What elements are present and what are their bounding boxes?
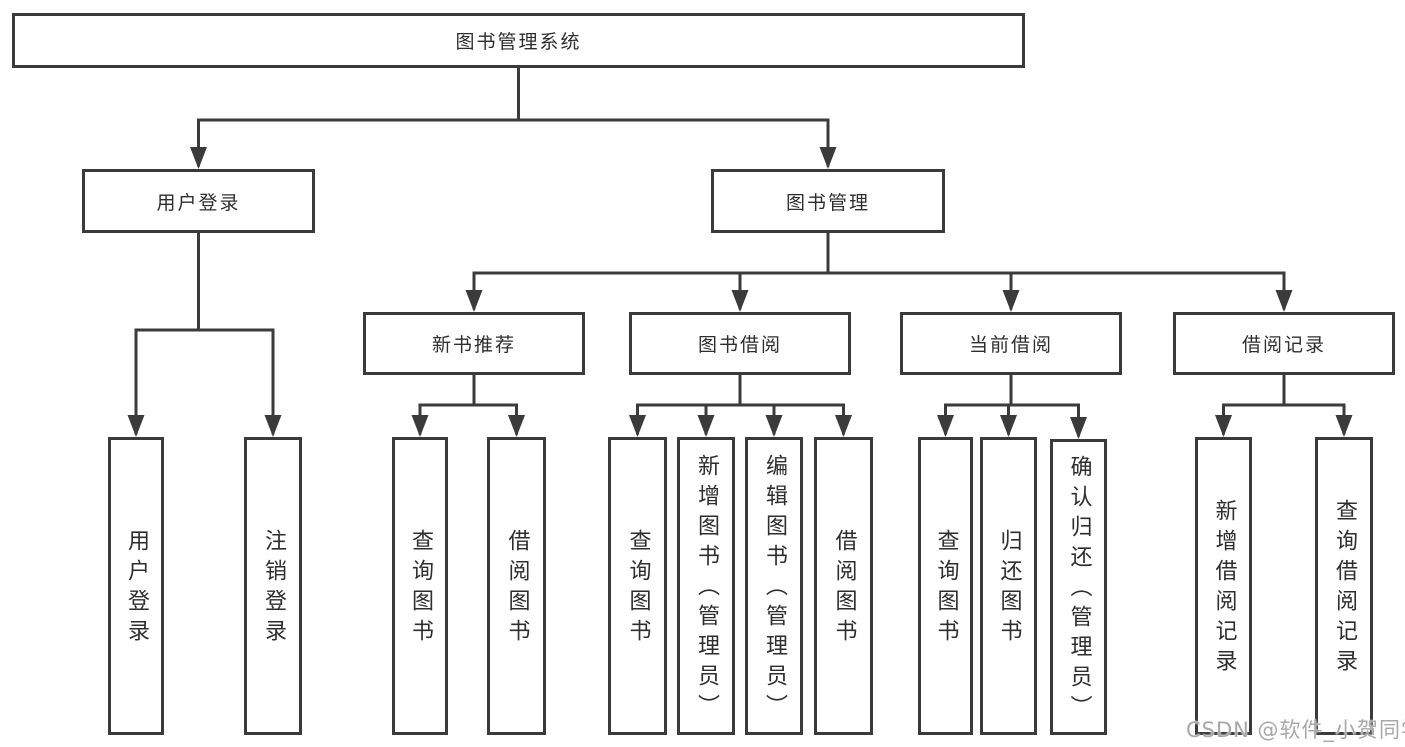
diagram-node-bb-add: 新增图书（管理员）: [677, 437, 735, 735]
arrowhead-icon: [1002, 290, 1020, 312]
arrowhead-icon: [835, 415, 852, 437]
diagram-node-records: 借阅记录: [1173, 312, 1395, 375]
arrowhead-icon: [411, 415, 429, 437]
diagram-node-root: 图书管理系统: [12, 13, 1025, 68]
arrowhead-icon: [1335, 415, 1353, 437]
arrowhead-icon: [819, 147, 837, 169]
diagram-node-user-login: 用户登录: [108, 437, 164, 735]
arrowhead-icon: [1275, 290, 1293, 312]
diagram-node-cb-query: 查询图书: [918, 437, 973, 735]
arrowhead-icon: [1215, 415, 1232, 437]
arrowhead-icon: [697, 415, 715, 437]
csdn-watermark: CSDN @软件_小贺同学: [1186, 718, 1405, 742]
diagram-node-nb-borrow: 借阅图书: [487, 437, 546, 735]
arrowhead-icon: [190, 147, 207, 169]
diagram-node-cb-return: 归还图书: [980, 437, 1037, 735]
diagram-node-cb-confirm: 确认归还（管理员）: [1050, 439, 1107, 735]
diagram-node-login: 用户登录: [82, 169, 315, 233]
diagram-node-logout: 注销登录: [244, 437, 302, 735]
diagram-node-bb-edit: 编辑图书（管理员）: [745, 437, 803, 735]
arrowhead-icon: [1070, 417, 1087, 439]
arrowhead-icon: [765, 415, 783, 437]
diagram-node-nb-query: 查询图书: [392, 437, 448, 735]
diagram-node-borrow: 图书借阅: [629, 312, 851, 375]
arrowhead-icon: [1000, 415, 1017, 437]
diagram-node-bb-lend: 借阅图书: [814, 437, 873, 735]
diagram-node-rec-add: 新增借阅记录: [1195, 437, 1252, 735]
arrowhead-icon: [127, 415, 145, 437]
diagram-node-bb-query: 查询图书: [608, 437, 667, 735]
arrowhead-icon: [264, 415, 282, 437]
arrowhead-icon: [465, 290, 483, 312]
arrowhead-icon: [731, 290, 749, 312]
diagram-node-current: 当前借阅: [900, 312, 1122, 375]
arrowhead-icon: [629, 415, 646, 437]
diagram-node-mgmt: 图书管理: [711, 169, 945, 233]
arrowhead-icon: [937, 415, 954, 437]
arrowhead-icon: [508, 415, 525, 437]
diagram-node-rec-query: 查询借阅记录: [1315, 437, 1373, 735]
diagram-node-recommend: 新书推荐: [363, 312, 585, 375]
